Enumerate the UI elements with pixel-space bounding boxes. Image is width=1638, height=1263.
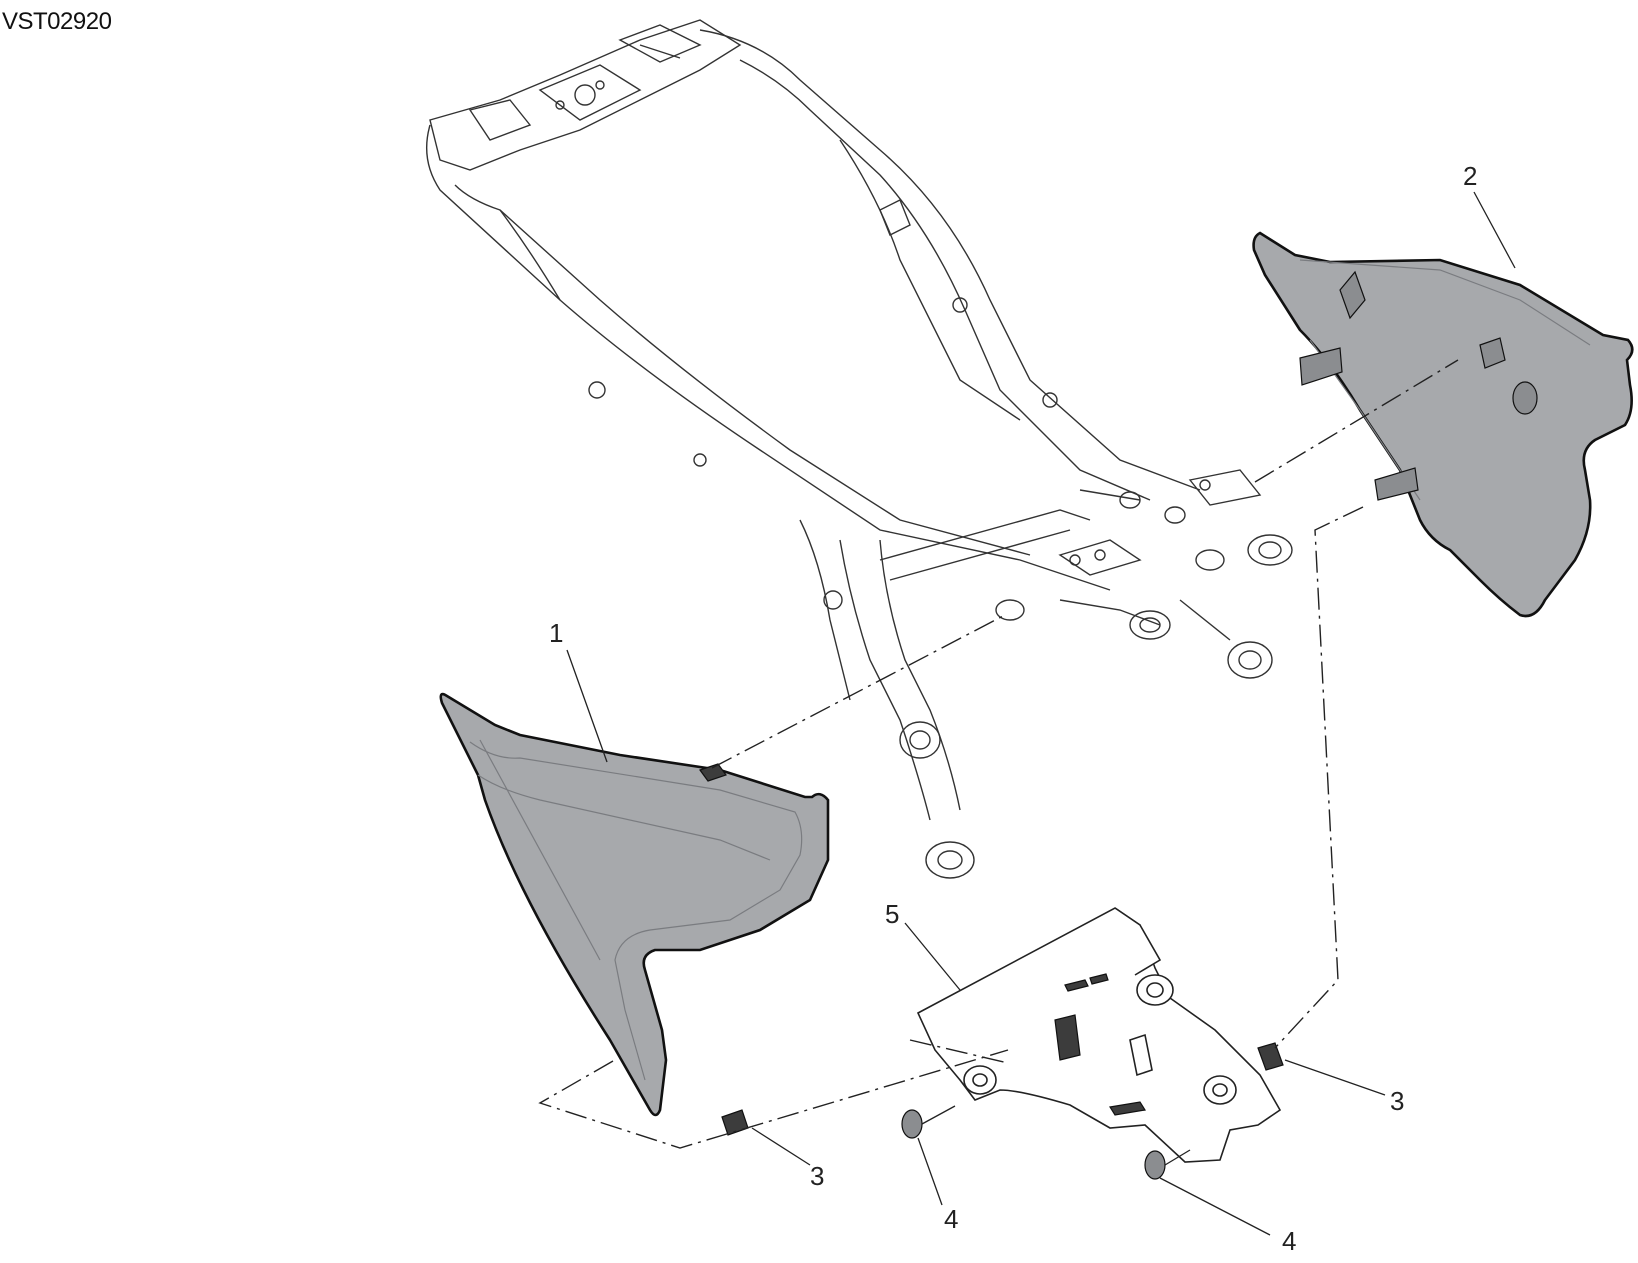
bracket-plate <box>916 907 1282 1163</box>
callout-3-left: 3 <box>810 1161 824 1191</box>
side-panel-right <box>1252 231 1634 618</box>
callout-2: 2 <box>1463 161 1477 191</box>
screw-right <box>1144 1149 1191 1180</box>
callout-4-left: 4 <box>944 1204 958 1234</box>
callout-4-right: 4 <box>1282 1226 1296 1256</box>
leader-lines <box>566 191 1516 1236</box>
side-panel-left <box>439 692 830 1117</box>
drawing-code: VST02920 <box>2 8 112 35</box>
clip-nut-right <box>1257 1042 1284 1071</box>
assembly-lines <box>538 359 1459 1149</box>
callout-1: 1 <box>549 618 563 648</box>
callout-3-right: 3 <box>1390 1086 1404 1116</box>
callout-5: 5 <box>885 899 899 929</box>
screw-left <box>901 1105 956 1139</box>
rear-subframe <box>425 19 1293 879</box>
